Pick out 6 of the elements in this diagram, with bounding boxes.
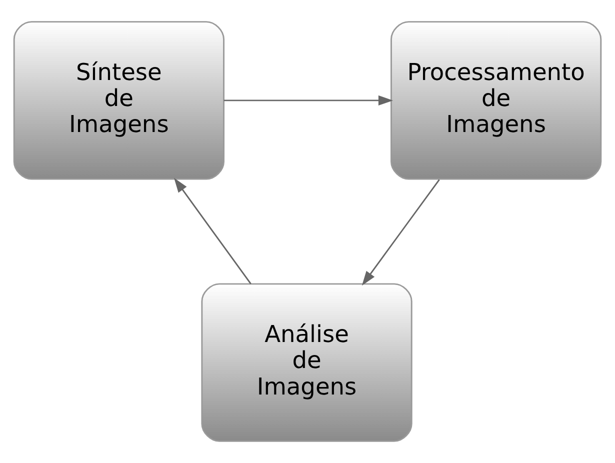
- node-box: Processamento de Imagens: [390, 21, 602, 180]
- arrow: [224, 95, 394, 106]
- arrow: [174, 178, 252, 284]
- arrow: [362, 179, 440, 286]
- node-box: Análise de Imagens: [201, 283, 412, 442]
- node-box: Síntese de Imagens: [13, 21, 224, 180]
